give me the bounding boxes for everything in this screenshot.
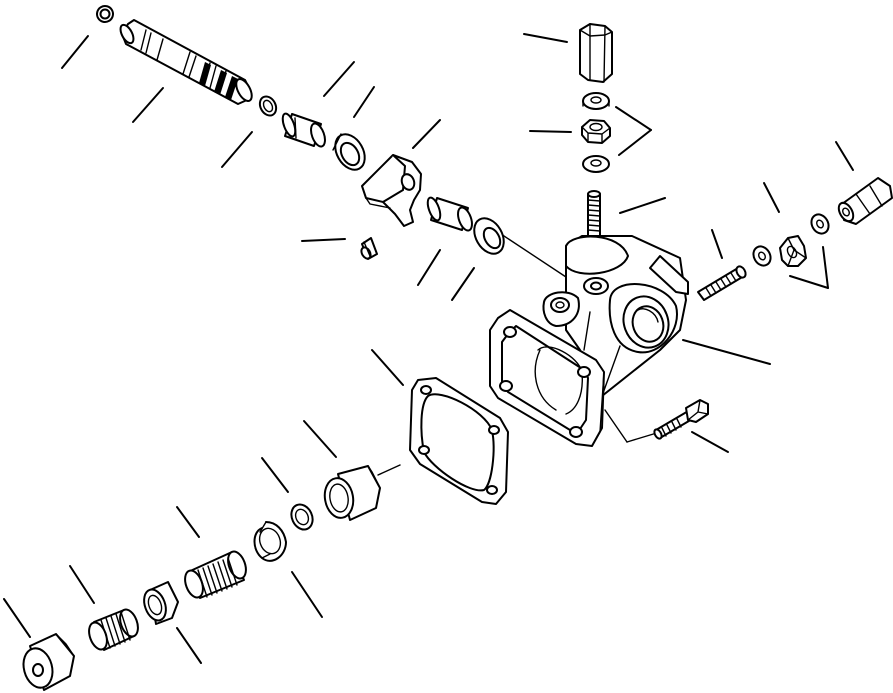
seal-ring-middle xyxy=(473,217,505,255)
leader-lines xyxy=(3,33,854,664)
snap-ring xyxy=(253,521,287,562)
washer-side-outer xyxy=(810,213,830,235)
o-ring-piston xyxy=(290,503,314,531)
stud-top xyxy=(587,190,601,245)
spring-large xyxy=(184,550,247,599)
o-ring-spool xyxy=(258,95,278,117)
stud-side xyxy=(697,265,747,301)
spring-small xyxy=(88,608,139,651)
washer-top xyxy=(582,92,610,110)
lever-bracket xyxy=(361,154,422,227)
cap-side xyxy=(837,177,893,225)
washer-side xyxy=(752,245,772,267)
spool xyxy=(119,19,253,105)
hex-nut-side xyxy=(779,235,807,267)
sleeve-middle xyxy=(426,196,473,232)
seal-ring-upper xyxy=(332,133,366,171)
set-screw xyxy=(360,237,378,260)
washer-lower xyxy=(582,155,610,173)
hex-nut-top xyxy=(581,119,611,144)
gasket xyxy=(409,377,509,505)
bolt xyxy=(653,399,709,440)
spring-seat xyxy=(143,581,179,625)
o-ring-top xyxy=(96,5,114,23)
piston xyxy=(323,465,381,521)
valve-body xyxy=(489,235,689,447)
sleeve-upper xyxy=(281,112,326,148)
end-cap xyxy=(22,633,75,691)
hex-cap xyxy=(579,23,613,83)
